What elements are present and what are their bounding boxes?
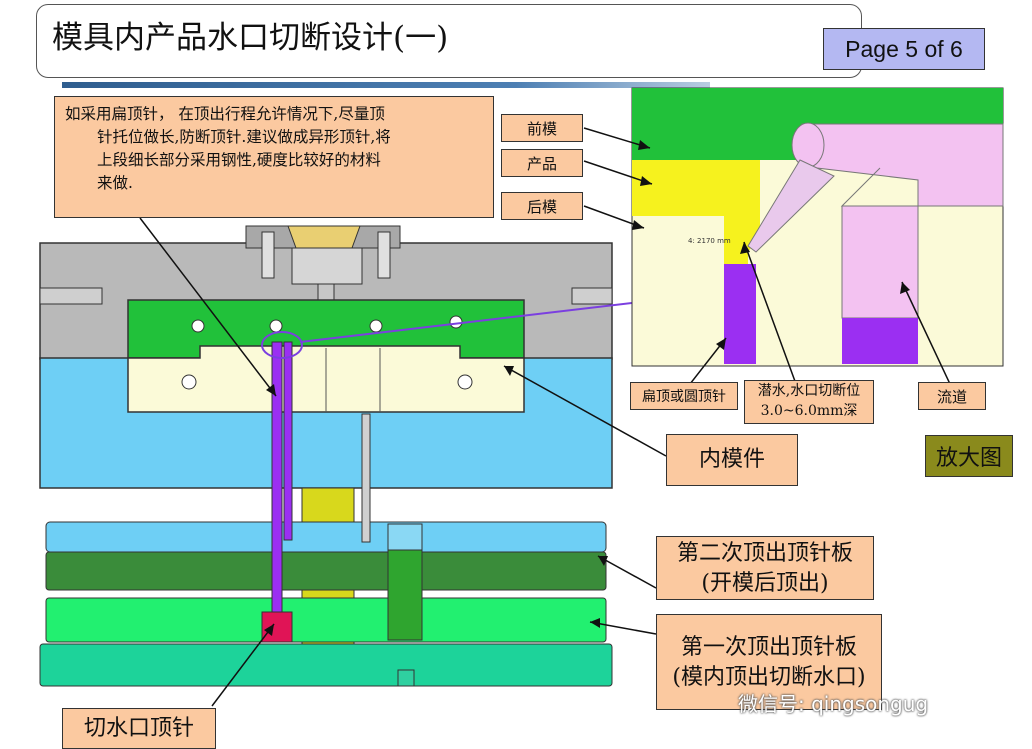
insert-hole: [457, 374, 473, 390]
watermark: 微信号: qingsongug: [738, 692, 929, 716]
note-line: 针托位做长,防断顶针.建议做成异形顶针,将: [97, 128, 391, 146]
zoom-view-badge: 放大图: [925, 435, 1013, 477]
screw-left: [261, 231, 275, 279]
gate-cut-pin: [271, 341, 283, 613]
ejector-pin: [283, 341, 293, 541]
title-underline: [62, 82, 710, 88]
sub-gate-line: 3.0~6.0mm深: [760, 403, 858, 419]
clamp-slot-left: [39, 287, 103, 305]
screw-right: [377, 231, 391, 279]
front-mold-hole: [369, 319, 383, 333]
zoom-runner-end: [791, 122, 825, 168]
stop-pin: [397, 669, 415, 687]
label-back-mold: 后模: [501, 192, 583, 220]
label-gate-cut-pin: 切水口顶针: [62, 708, 216, 749]
pin-head: [261, 611, 293, 643]
label-first-ejector-plate: 第一次顶出顶针板 (模内顶出切断水口): [656, 614, 882, 710]
zoom-product: [632, 160, 760, 264]
zoom-sub-gate: [747, 159, 835, 253]
zoom-link-line: [299, 301, 641, 343]
page-title: 模具内产品水口切断设计(一): [52, 20, 449, 56]
sprue-cone: [287, 225, 361, 249]
label-sub-gate: 潜水,水口切断位 3.0~6.0mm深: [744, 380, 874, 424]
label-product: 产品: [501, 149, 583, 177]
sprue-neck: [317, 283, 335, 301]
sub-gate-line: 潜水,水口切断位: [757, 383, 861, 399]
design-note: 如采用扁顶针， 在顶出行程允许情况下,尽量顶 针托位做长,防断顶针.建议做成异形…: [54, 96, 494, 218]
second-plate-line: (开模后顶出): [701, 571, 829, 596]
sprue-body: [291, 247, 363, 285]
label-front-mold: 前模: [501, 114, 583, 142]
gate-marker: [261, 331, 303, 359]
ejector-boss-top: [387, 523, 423, 551]
clamp-slot-right: [571, 287, 613, 305]
arrowheads: [264, 140, 910, 636]
front-mold-hole: [269, 319, 283, 333]
first-plate-line: (模内顶出切断水口): [672, 665, 866, 690]
label-second-ejector-plate: 第二次顶出顶针板 (开模后顶出): [656, 536, 874, 600]
note-line: 来做.: [97, 174, 133, 192]
pin-sleeve: [361, 413, 371, 543]
insert-hole: [181, 374, 197, 390]
title-frame: [36, 4, 862, 78]
front-mold-hole: [449, 315, 463, 329]
zoom-ejector-pin: [724, 264, 756, 364]
note-line: 上段细长部分采用钢性,硬度比较好的材料: [97, 151, 381, 169]
zoom-runner-base: [842, 318, 918, 364]
second-ejector-plate: [45, 551, 607, 591]
page-indicator: Page 5 of 6: [823, 28, 985, 70]
front-mold-hole: [191, 319, 205, 333]
first-ejector-retainer: [45, 597, 607, 643]
zoom-dimension: 4: 2170 mm: [688, 237, 731, 245]
second-ejector-retainer: [45, 521, 607, 553]
label-ejector-pin: 扁顶或圆顶针: [630, 382, 738, 410]
first-plate-line: 第一次顶出顶针板: [680, 635, 857, 660]
label-runner: 流道: [918, 382, 986, 410]
label-insert: 内模件: [666, 434, 798, 486]
second-plate-line: 第二次顶出顶针板: [676, 541, 853, 566]
note-line: 如采用扁顶针， 在顶出行程允许情况下,尽量顶: [65, 105, 385, 123]
zoom-inset: 4: 2170 mm: [631, 87, 1004, 367]
bottom-clamp-plate: [39, 643, 613, 687]
